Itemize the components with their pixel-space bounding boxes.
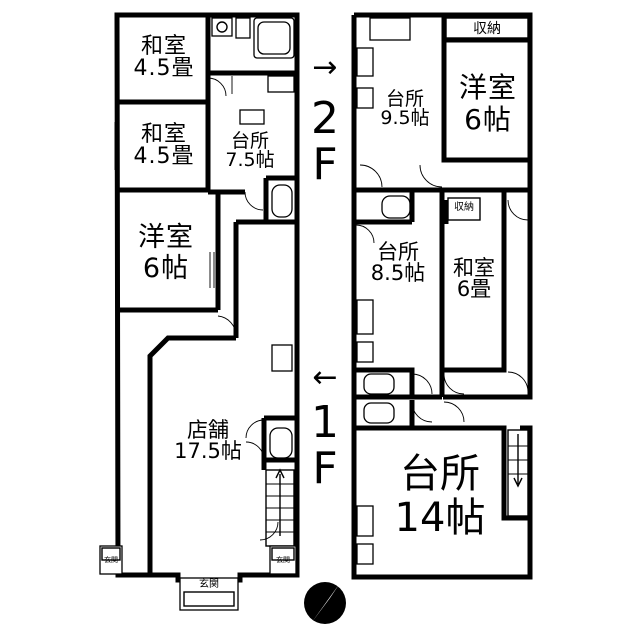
- entrance-right-label: 玄関: [276, 556, 290, 564]
- storage-label-upper: 収納: [473, 21, 501, 37]
- storage-label-lower: 収納: [454, 202, 474, 213]
- entrance-main-label: 玄関: [199, 579, 219, 590]
- room-daidokoro-left: 台所 7.5帖: [225, 130, 275, 171]
- room-yoshitsu-left: 洋室 6帖: [138, 222, 194, 285]
- north-arrow-icon: [304, 582, 346, 624]
- room-shop: 店舗 17.5帖: [174, 418, 242, 463]
- arrow-right: →: [312, 50, 338, 85]
- room-washitsu-b: 和室 4.5畳: [133, 122, 195, 169]
- room-washitsu-a: 和室 4.5畳: [133, 34, 195, 81]
- room-washitsu-6: 和室 6畳: [453, 256, 495, 301]
- room-daidokoro-85: 台所 8.5帖: [370, 240, 426, 285]
- room-yoshitsu-right: 洋室 6帖: [458, 71, 517, 137]
- floor-label-1f: 1 F: [311, 397, 339, 495]
- entrance-left-label: 玄関: [104, 556, 118, 564]
- left-fixtures: [211, 17, 295, 547]
- right-doors: [355, 164, 529, 423]
- left-building-walls: [114, 12, 300, 583]
- floor-label-2f: 2 F: [311, 93, 339, 191]
- right-building-walls: [351, 12, 533, 580]
- left-doors: [207, 76, 279, 541]
- left-windows: [114, 12, 300, 295]
- room-daidokoro-95: 台所 9.5帖: [380, 88, 430, 129]
- right-fixtures: [356, 17, 529, 565]
- left-entrances: [99, 545, 297, 611]
- arrow-left: ←: [312, 360, 338, 395]
- room-daidokoro-14: 台所 14帖: [394, 451, 486, 541]
